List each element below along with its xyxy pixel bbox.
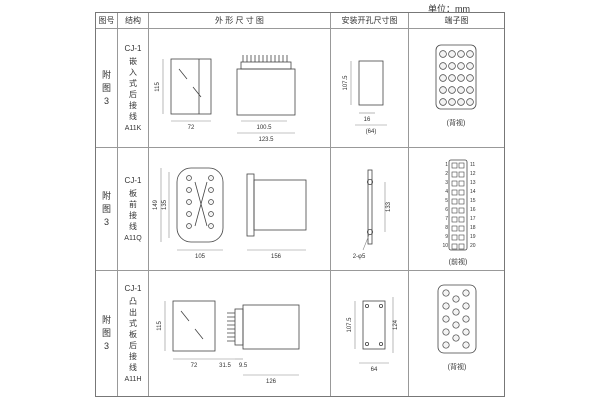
dim-label: 107.5 (343, 75, 349, 91)
dim-label: 149 (153, 199, 159, 210)
header-fig-no: 图号 (96, 13, 118, 29)
terminal-diagram-back: (背视) (435, 44, 477, 127)
structure-desc: 凸出式板后接线 (129, 297, 137, 372)
row2-mounting-cell: 133 2-φ5 (331, 148, 409, 271)
row2-figure-number: 附图3 (96, 148, 118, 271)
dim-label: 156 (271, 254, 282, 260)
dim-label: 16 (364, 117, 371, 123)
dim-label: 105 (195, 254, 206, 260)
dim-label: 64 (371, 367, 378, 373)
outline-diagram-board-front: 149 135 105 156 (153, 167, 307, 260)
drawing-shapes (176, 167, 307, 243)
row3-mounting-cell: 107.5 124 64 (331, 271, 409, 396)
terminal-contacts (451, 162, 465, 250)
header-terminal: 端子图 (409, 13, 504, 29)
dimension-lines (164, 301, 299, 376)
unit-label: 单位：mm (428, 4, 470, 14)
outline-diagram-flush: 115 72 100.5 123.5 (155, 55, 296, 143)
dim-label: 115 (155, 82, 161, 92)
dim-label: (64) (366, 129, 377, 135)
dimension-lines (160, 168, 306, 251)
dimension-lines (362, 182, 386, 251)
drawing-shapes (358, 60, 384, 106)
terminal-diagram-back: (背视) (437, 284, 477, 371)
row3-figure-number: 附图3 (96, 271, 118, 396)
dim-label: 107.5 (347, 317, 353, 333)
terminal-outline (435, 44, 477, 110)
type-code: A11H (124, 376, 142, 383)
drawing-shapes (367, 169, 374, 245)
outline-diagram-projecting: 115 72 31.5 9.5 126 (157, 300, 300, 385)
figure-number-text: 附图3 (101, 315, 111, 351)
row2-structure: CJ-1 板前接线 A11Q (118, 148, 149, 271)
row3-outline-cell: 115 72 31.5 9.5 126 (149, 271, 331, 396)
model-label: CJ-1 (124, 284, 142, 293)
model-label: CJ-1 (124, 176, 142, 185)
terminal-numbers-right: 11 12 13 14 15 16 17 18 19 20 (470, 162, 476, 249)
hole-label: 2-φ5 (353, 254, 366, 260)
dim-label: 123.5 (258, 137, 274, 143)
model-label: CJ-1 (124, 44, 142, 53)
header-outline-dims: 外 形 尺 寸 图 (149, 13, 331, 29)
dim-label: 72 (188, 125, 195, 131)
mounting-diagram-board: 133 2-φ5 (353, 169, 392, 260)
drawing-shapes (172, 300, 300, 352)
dim-label: 124 (393, 319, 399, 330)
terminal-numbers-left: 1 2 3 4 5 6 7 8 9 10 (442, 162, 448, 249)
dim-label: 135 (162, 199, 168, 210)
header-mounting-dims: 安装开孔尺寸图 (331, 13, 409, 29)
row1-mounting-cell: 107.5 16 (64) (331, 29, 409, 148)
header-structure: 结构 (118, 13, 149, 29)
drawing-shapes (362, 300, 386, 350)
terminal-outline (448, 159, 468, 251)
dim-label: 133 (386, 201, 392, 212)
mounting-diagram-projecting: 107.5 124 64 (347, 297, 399, 373)
dimension-lines (162, 59, 295, 134)
terminal-outline (437, 284, 477, 354)
terminal-holes (439, 50, 474, 106)
terminal-holes (442, 289, 470, 349)
terminal-diagram-front: (前视) (448, 159, 468, 266)
spec-table: 图号 结构 外 形 尺 寸 图 安装开孔尺寸图 端子图 附图3 CJ-1 嵌入式… (95, 12, 505, 397)
row2-terminal-cell: (前视) 1 2 3 4 5 6 7 8 9 10 11 12 13 14 15… (409, 148, 504, 271)
dim-label: 100.5 (256, 125, 272, 131)
view-label: (前视) (449, 257, 468, 266)
row3-structure: CJ-1 凸出式板后接线 A11H (118, 271, 149, 396)
type-code: A11Q (124, 235, 142, 242)
dim-label: 31.5 (219, 363, 231, 369)
row1-figure-number: 附图3 (96, 29, 118, 148)
row1-structure: CJ-1 嵌入式后接线 A11K (118, 29, 149, 148)
dim-label: 9.5 (239, 363, 248, 369)
plate-terminals (186, 175, 214, 229)
row2-outline-cell: 149 135 105 156 (149, 148, 331, 271)
type-code: A11K (124, 125, 142, 132)
structure-desc: 嵌入式后接线 (129, 57, 137, 121)
figure-number-text: 附图3 (101, 69, 111, 106)
row1-terminal-cell: (背视) (409, 29, 504, 148)
row3-terminal-cell: (背视) (409, 271, 504, 396)
dim-label: 72 (191, 363, 198, 369)
drawing-shapes (170, 55, 296, 116)
dimension-lines (350, 61, 387, 126)
view-label: (背视) (448, 362, 467, 371)
figure-number-text: 附图3 (101, 190, 111, 227)
dim-label: 115 (157, 321, 163, 331)
view-label: (背视) (447, 118, 466, 127)
row1-outline-cell: 115 72 100.5 123.5 (149, 29, 331, 148)
structure-desc: 板前接线 (129, 189, 137, 231)
dim-label: 126 (266, 379, 277, 385)
mounting-diagram-flush: 107.5 16 (64) (343, 60, 387, 135)
dimension-lines (354, 297, 394, 364)
